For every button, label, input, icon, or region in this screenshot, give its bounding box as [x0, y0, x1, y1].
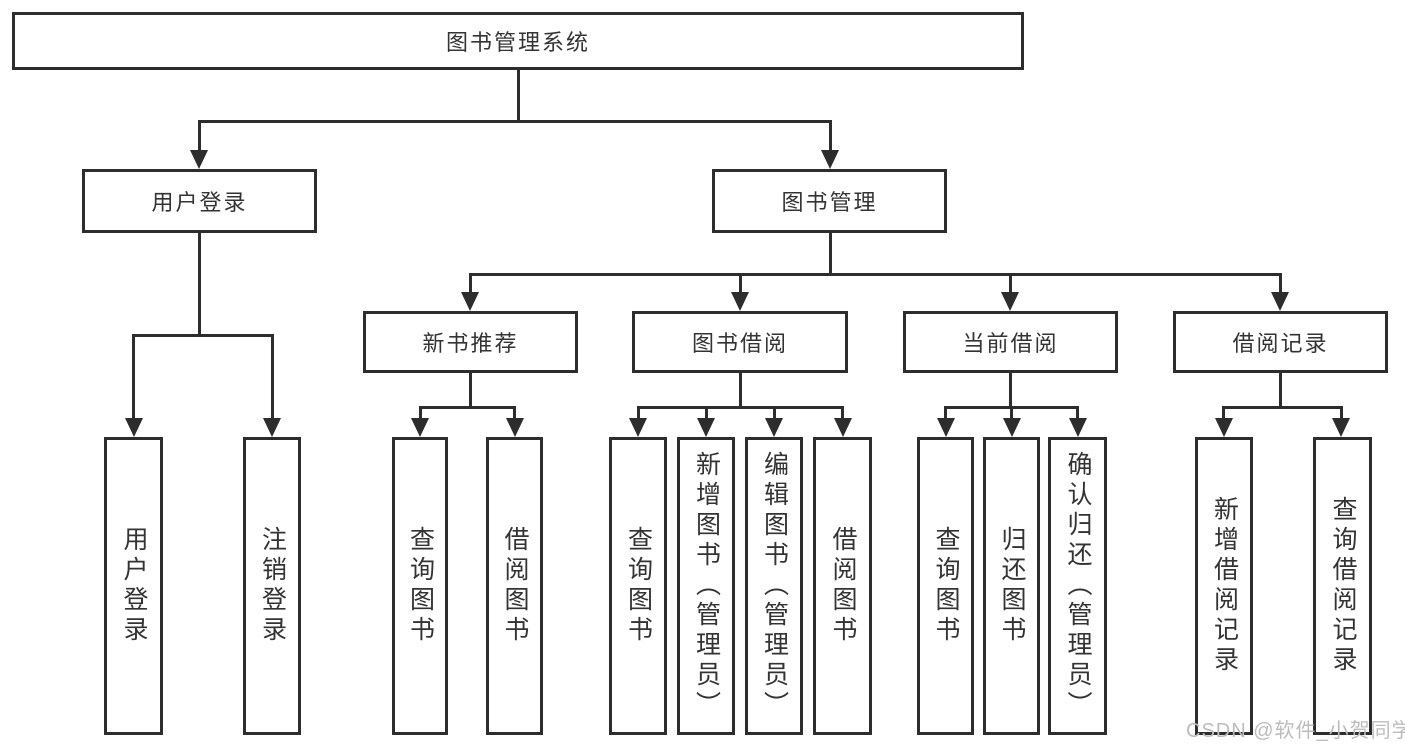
node-current-borrow-label: 当前借阅 [962, 331, 1059, 356]
node-root: 图书管理系统 [12, 12, 1024, 70]
leaf-borrow-books-recommend: 借阅图书 [486, 437, 543, 735]
leaf-edit-book-admin-label: 编辑图书（管理员） [760, 451, 789, 721]
connector-user-login-stem [197, 233, 201, 337]
arrowhead-borrow [731, 292, 749, 311]
leaf-add-book-admin-label: 新增图书（管理员） [692, 451, 721, 721]
arrowhead-leaf-logout [263, 418, 281, 437]
leaf-add-book-admin: 新增图书（管理员） [677, 437, 735, 735]
leaf-add-borrow-record: 新增借阅记录 [1195, 437, 1253, 735]
connector-leafB1-drop [418, 406, 422, 419]
arrowhead-recommend [461, 292, 479, 311]
arrowhead-book-management [821, 150, 839, 169]
arrowhead-leafE1 [1214, 418, 1233, 437]
arrowhead-leafD2 [1002, 418, 1021, 437]
leaf-return-book-label: 归还图书 [998, 526, 1026, 646]
leaf-query-books-recommend-label: 查询图书 [406, 526, 435, 646]
connector-leafD1-drop [944, 406, 947, 419]
leaf-user-login-label: 用户登录 [120, 526, 148, 646]
arrowhead-current [1001, 292, 1019, 311]
arrowhead-leaf-user-login [124, 418, 143, 437]
connector-recommend-bus [418, 406, 516, 409]
connector-leafC4-drop [841, 406, 844, 419]
connector-leafE1-drop [1222, 406, 1225, 419]
node-book-management-label: 图书管理 [781, 190, 878, 215]
connector-leafC3-drop [772, 406, 776, 419]
leaf-query-books-borrow-label: 查询图书 [624, 526, 653, 646]
node-user-login: 用户登录 [82, 169, 317, 233]
arrowhead-leafC2 [697, 418, 715, 437]
node-book-borrow: 图书借阅 [632, 311, 848, 373]
connector-book-management-drop [828, 120, 832, 151]
connector-leafD2-drop [1010, 406, 1013, 419]
node-new-book-recommend: 新书推荐 [363, 311, 578, 373]
leaf-return-book: 归还图书 [983, 437, 1040, 735]
node-current-borrow: 当前借阅 [903, 311, 1118, 373]
arrowhead-leafB2 [505, 418, 524, 437]
leaf-query-books-current-label: 查询图书 [932, 526, 960, 646]
arrowhead-leafC4 [833, 418, 852, 437]
connector-leafC2-drop [704, 406, 708, 419]
connector-root-stem [516, 70, 520, 120]
connector-leaf-logout-drop [270, 334, 274, 419]
connector-leafE2-drop [1339, 406, 1343, 419]
connector-records-bus [1222, 406, 1343, 409]
connector-user-login-bus [132, 334, 274, 337]
leaf-borrow-books-label: 借阅图书 [829, 526, 857, 646]
leaf-borrow-books: 借阅图书 [813, 437, 872, 735]
node-new-book-recommend-label: 新书推荐 [422, 331, 519, 356]
arrowhead-leafE2 [1332, 418, 1350, 437]
node-book-borrow-label: 图书借阅 [691, 331, 788, 356]
node-root-label: 图书管理系统 [445, 30, 590, 55]
connector-leafD3-drop [1076, 406, 1079, 419]
node-borrow-records-label: 借阅记录 [1232, 331, 1329, 356]
arrowhead-leafD1 [936, 418, 955, 437]
connector-borrow-stem [738, 373, 742, 409]
node-borrow-records: 借阅记录 [1173, 311, 1388, 373]
leaf-query-books-current: 查询图书 [917, 437, 974, 735]
connector-level3-bus [468, 273, 1282, 276]
connector-current-stem [1009, 373, 1012, 409]
leaf-confirm-return-admin: 确认归还（管理员） [1048, 437, 1107, 735]
connector-recommend-drop [468, 273, 472, 293]
connector-records-drop [1278, 273, 1282, 293]
csdn-watermark: CSDN @软件_小贺同学 [1186, 720, 1405, 742]
leaf-logout: 注销登录 [243, 437, 301, 735]
connector-user-login-drop [197, 120, 201, 151]
arrowhead-leafB1 [411, 418, 429, 437]
leaf-add-borrow-record-label: 新增借阅记录 [1210, 496, 1239, 676]
connector-current-drop [1008, 273, 1012, 293]
leaf-edit-book-admin: 编辑图书（管理员） [745, 437, 803, 735]
leaf-borrow-books-recommend-label: 借阅图书 [501, 526, 529, 646]
leaf-query-books-borrow: 查询图书 [609, 437, 667, 735]
leaf-logout-label: 注销登录 [258, 526, 287, 646]
connector-recommend-stem [469, 373, 472, 409]
connector-book-management-stem [828, 233, 832, 276]
connector-leaf-user-login-drop [132, 334, 135, 419]
leaf-user-login: 用户登录 [104, 437, 163, 735]
arrowhead-records [1271, 292, 1289, 311]
arrowhead-user-login [190, 150, 208, 169]
node-book-management: 图书管理 [712, 169, 947, 233]
arrowhead-leafC3 [765, 418, 783, 437]
leaf-query-books-recommend: 查询图书 [392, 437, 448, 735]
connector-level2-bus [197, 120, 832, 123]
leaf-query-borrow-record: 查询借阅记录 [1313, 437, 1372, 735]
arrowhead-leafD3 [1068, 418, 1087, 437]
connector-borrow-drop [738, 273, 742, 293]
connector-leafB2-drop [513, 406, 516, 419]
connector-records-stem [1279, 373, 1282, 409]
arrowhead-leafC1 [629, 418, 647, 437]
leaf-query-borrow-record-label: 查询借阅记录 [1329, 496, 1357, 676]
node-user-login-label: 用户登录 [151, 190, 248, 215]
leaf-confirm-return-admin-label: 确认归还（管理员） [1064, 451, 1092, 721]
connector-borrow-bus [636, 406, 844, 409]
connector-leafC1-drop [636, 406, 640, 419]
